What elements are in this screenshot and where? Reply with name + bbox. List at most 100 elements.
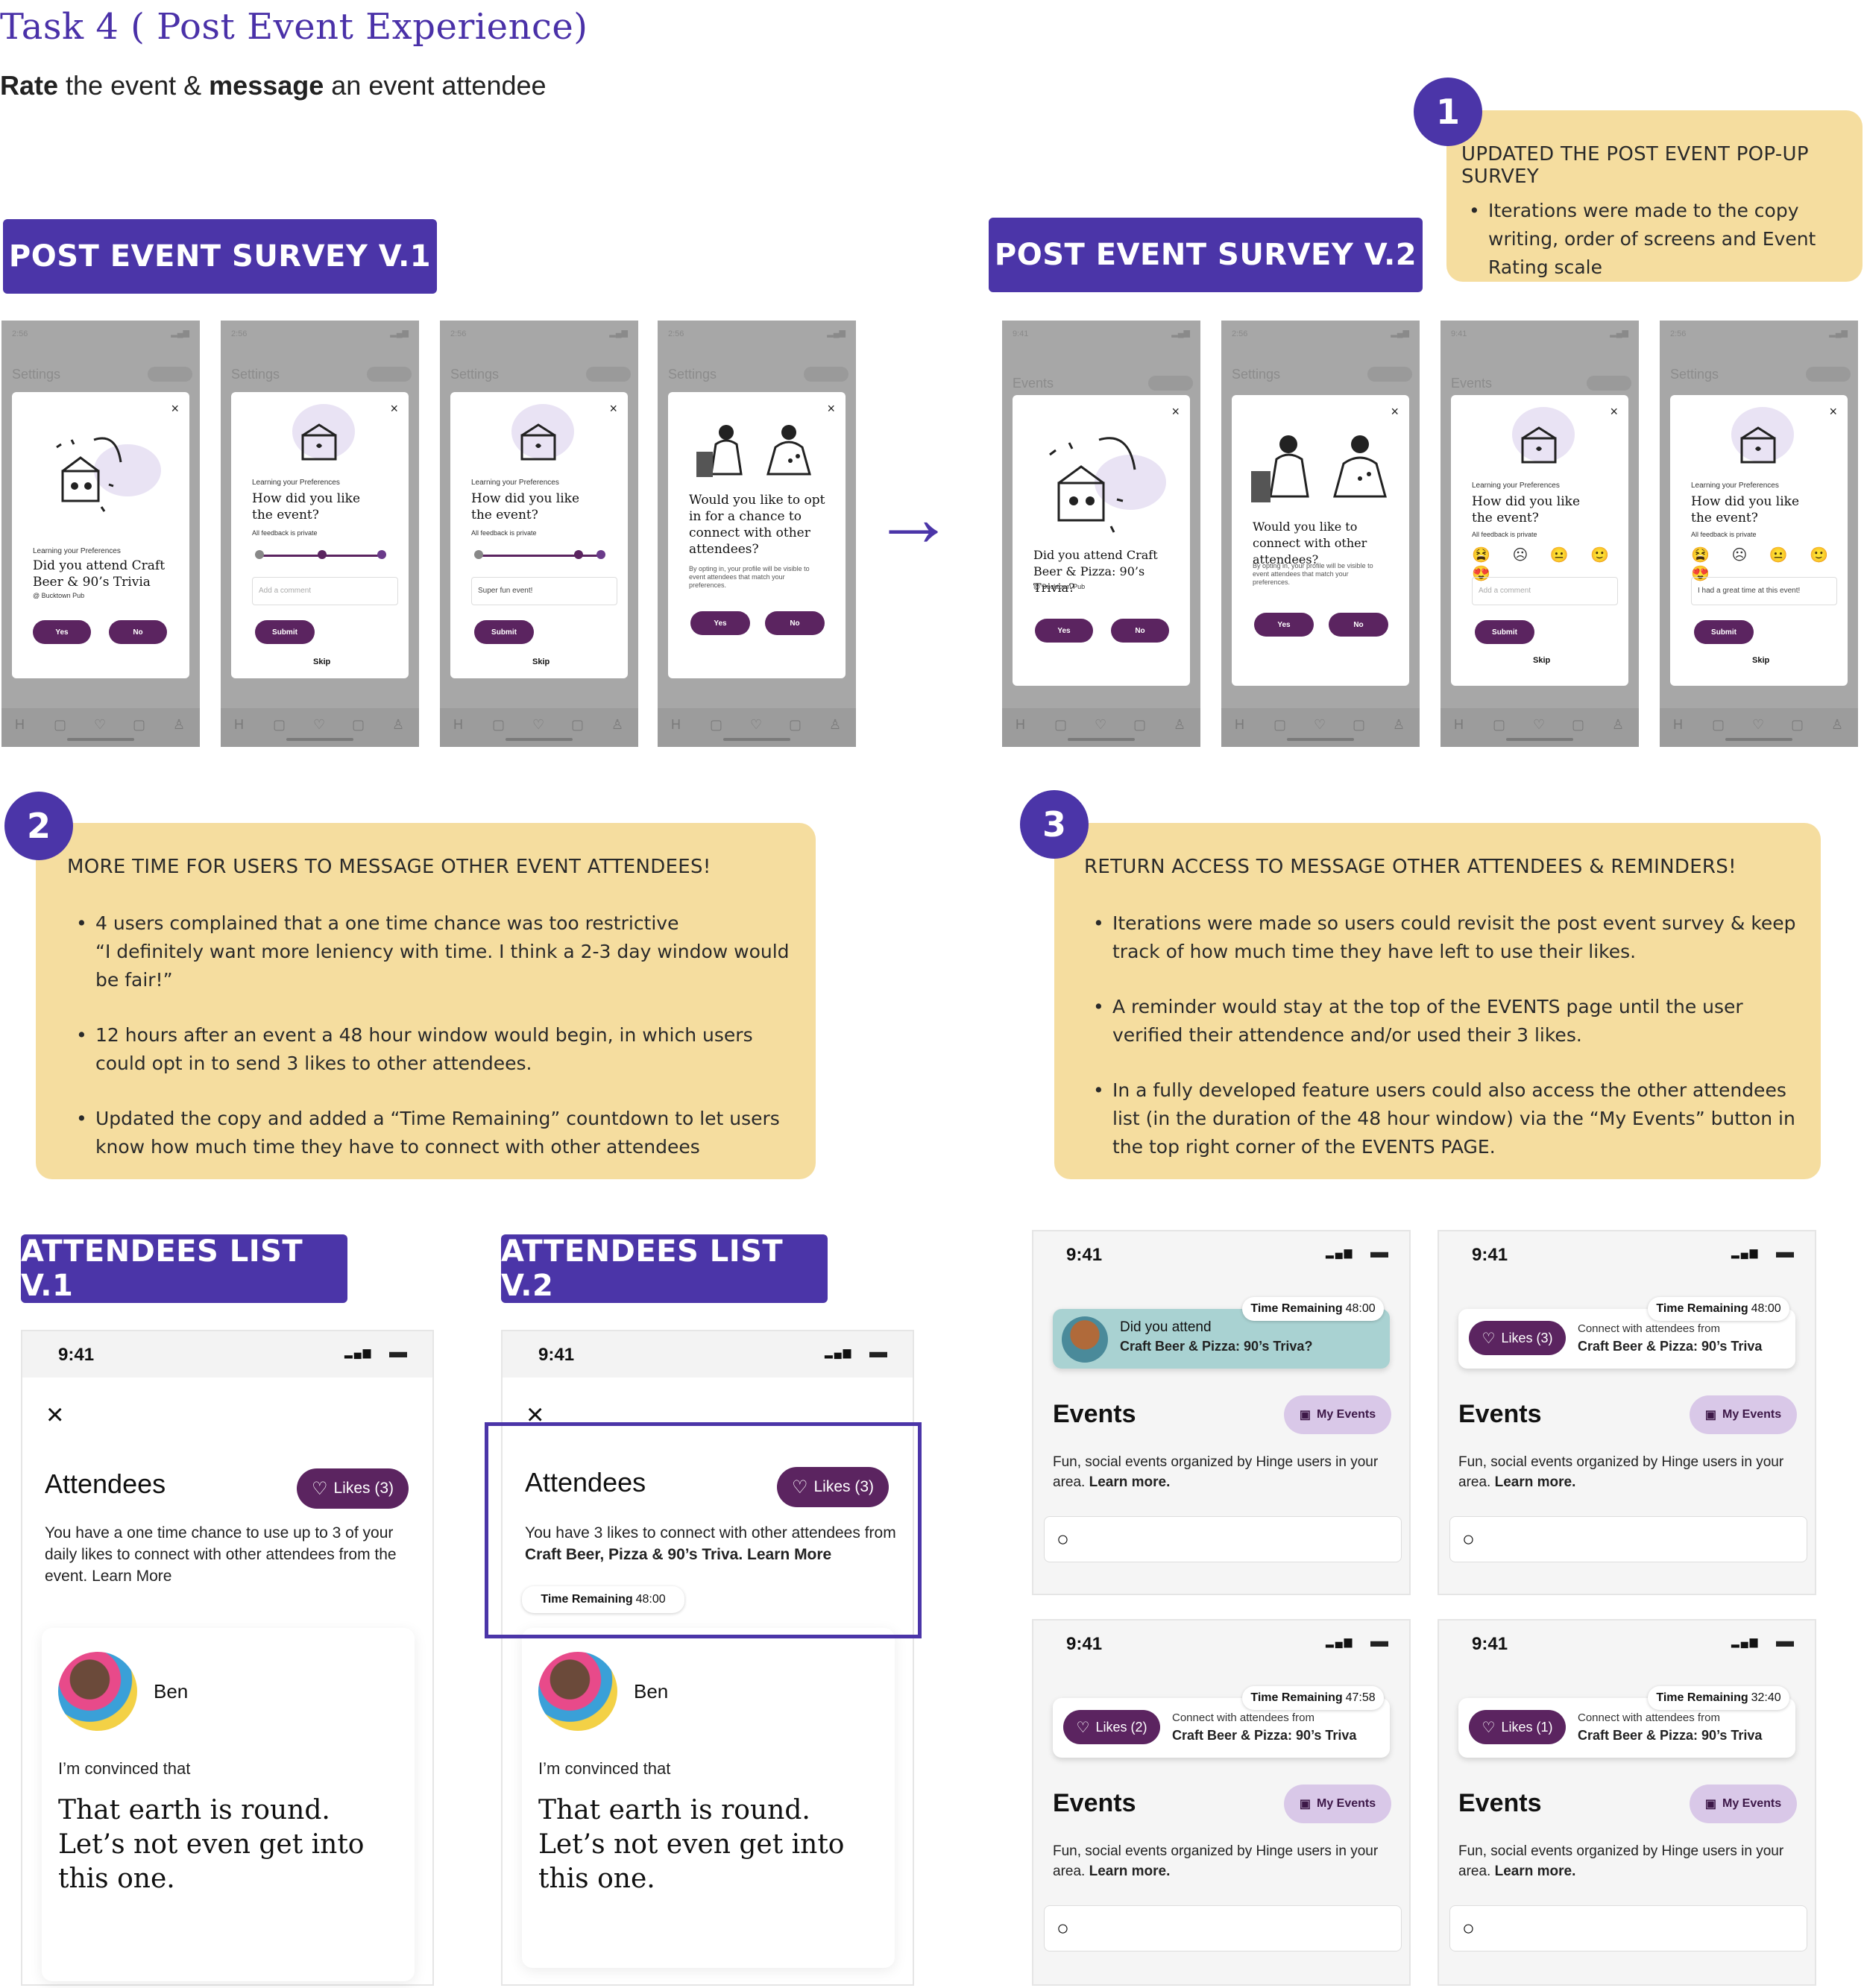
yes-button[interactable]: Yes [1254,613,1314,637]
tab-bar: H▢♡▢♙ [1440,708,1639,747]
no-button[interactable]: No [765,611,825,635]
comment-input[interactable]: Add a comment [1472,577,1618,605]
heart-icon: ♡ [311,1478,328,1499]
likes-reminder-banner[interactable]: ♡ Likes (2) Connect with attendees from … [1053,1698,1390,1758]
yes-button[interactable]: Yes [690,611,750,635]
signal-icon: ▂▄▆ [1731,1635,1760,1647]
event-thumbnail [1062,1316,1108,1363]
slider-handle[interactable] [318,550,327,559]
status-time: 9:41 [58,1345,95,1365]
signal-icon: ▂▄▆ [1731,1246,1760,1258]
likes-button[interactable]: ♡ Likes (3) [297,1468,409,1509]
close-icon[interactable]: × [827,401,835,416]
learn-more-link[interactable]: Learn more. [1494,1864,1576,1879]
submit-button[interactable]: Submit [255,620,315,644]
screen-title: Settings [1670,367,1719,382]
status-time: 9:41 [1066,1245,1103,1265]
survey-card: × Learning your Preferences How did you … [450,392,628,678]
tab-bar: H▢♡▢♙ [221,708,419,747]
time-remaining-pill: Time Remaining 48:00 [522,1586,684,1613]
close-icon[interactable]: × [609,401,617,416]
no-button[interactable]: No [109,620,167,644]
submit-button[interactable]: Submit [1475,620,1534,644]
comment-input[interactable]: Add a comment [252,577,398,605]
event-name: Craft Beer & Pizza: 90’s Triva [1578,1339,1763,1354]
search-input[interactable]: ○ [1044,1516,1402,1562]
banner-attendees-v1: ATTENDEES LIST V.1 [21,1234,347,1303]
search-icon: ○ [1462,1527,1475,1550]
likes-button[interactable]: ♡ Likes (1) [1469,1710,1566,1744]
pref-label: Learning your Preferences [1472,482,1560,490]
my-events-button[interactable]: ▣ My Events [1690,1395,1797,1434]
comment-input[interactable]: I had a great time at this event! [1691,577,1837,605]
event-name: Craft Beer & Pizza: 90’s Triva [1172,1728,1357,1743]
time-label: Time Remaining [1656,1691,1748,1704]
submit-button[interactable]: Submit [1694,620,1754,644]
close-icon[interactable]: × [171,401,179,416]
yes-button[interactable]: Yes [1035,619,1093,643]
heart-icon: ♡ [791,1477,808,1498]
my-events-button[interactable]: ▣ My Events [1690,1785,1797,1823]
attend-reminder-banner[interactable]: Did you attend Craft Beer & Pizza: 90’s … [1053,1309,1390,1369]
skip-link[interactable]: Skip [532,657,550,666]
no-button[interactable]: No [1111,619,1169,643]
learn-more-link[interactable]: Learn more. [1494,1474,1576,1490]
emoji-rating-scale[interactable]: 😫 ☹ 😐 🙂 😍 [1472,547,1619,582]
emoji-rating-scale[interactable]: 😫 ☹ 😐 🙂 😍 [1691,547,1838,582]
learn-more-link[interactable]: Learn More [747,1546,832,1563]
skip-link[interactable]: Skip [1533,656,1551,665]
close-icon[interactable]: × [390,401,398,416]
profile-card[interactable]: Ben I’m convinced that That earth is rou… [522,1628,895,1968]
arrow-icon: → [872,472,954,564]
question: Would you like to connect with other att… [1253,520,1367,567]
people-illustration-icon [693,422,820,482]
status-time: 2:56 [1232,329,1248,338]
slider-max-icon [377,550,386,559]
likes-button[interactable]: ♡ Likes (3) [777,1467,889,1507]
likes-button[interactable]: ♡ Likes (3) [1469,1321,1566,1355]
likes-button[interactable]: ♡ Likes (2) [1063,1710,1160,1744]
survey-v2-screen-1: 9:41 ▂▄▆ Events × Did you attend Craft B… [1002,321,1200,747]
header-pill [367,367,412,382]
search-input[interactable]: ○ [1449,1905,1807,1951]
learn-more-link[interactable]: Learn more. [1089,1864,1171,1879]
search-input[interactable]: ○ [1449,1516,1807,1562]
close-icon[interactable]: × [1610,404,1618,419]
submit-button[interactable]: Submit [474,620,534,644]
slider-min-icon [474,550,483,559]
signal-icon: ▂▄▆ [1829,329,1848,338]
learn-more-link[interactable]: Learn more. [1089,1474,1171,1490]
gift-illustration-icon [49,425,131,522]
survey-card: × Would you like to connect with other a… [1232,395,1409,686]
my-events-button[interactable]: ▣ My Events [1284,1395,1391,1434]
screen-title: Settings [450,367,500,382]
rating-slider[interactable] [477,555,604,557]
search-icon: ○ [1057,1527,1069,1550]
search-input[interactable]: ○ [1044,1905,1402,1951]
close-icon[interactable]: × [1391,404,1399,419]
attendees-v2-screen: 9:41 ▂▄▆ ▬ × Attendees ♡ Likes (3) You h… [501,1330,914,1986]
survey-v2-screen-4: 2:56 ▂▄▆ Settings × Learning your Prefer… [1660,321,1858,747]
close-icon[interactable]: × [1829,404,1837,419]
time-label: Time Remaining [1656,1302,1748,1315]
skip-link[interactable]: Skip [313,657,331,666]
events-screen-1: 9:41 ▂▄▆ ▬ Did you attend Craft Beer & P… [1032,1230,1411,1595]
profile-card[interactable]: Ben I’m convinced that That earth is rou… [42,1628,415,1981]
attendees-title: Attendees [525,1467,646,1498]
close-icon[interactable]: × [1171,404,1180,419]
heart-icon: ♡ [1076,1719,1090,1736]
time-label: Time Remaining [1250,1302,1343,1315]
skip-link[interactable]: Skip [1752,656,1770,665]
comment-input[interactable]: Super fun event! [471,577,617,605]
close-icon[interactable]: × [46,1398,64,1431]
events-description: Fun, social events organized by Hinge us… [1053,1454,1379,1490]
note-2-bullet: 12 hours after an event a 48 hour window… [76,1021,796,1078]
my-events-button[interactable]: ▣ My Events [1284,1785,1391,1823]
feedback-private: All feedback is private [1691,531,1757,538]
screen-title: Settings [1232,367,1281,382]
likes-reminder-banner[interactable]: ♡ Likes (1) Connect with attendees from … [1458,1698,1795,1758]
yes-button[interactable]: Yes [33,620,91,644]
learn-more-link[interactable]: Learn More [92,1568,172,1585]
no-button[interactable]: No [1329,613,1388,637]
slider-handle[interactable] [574,550,583,559]
